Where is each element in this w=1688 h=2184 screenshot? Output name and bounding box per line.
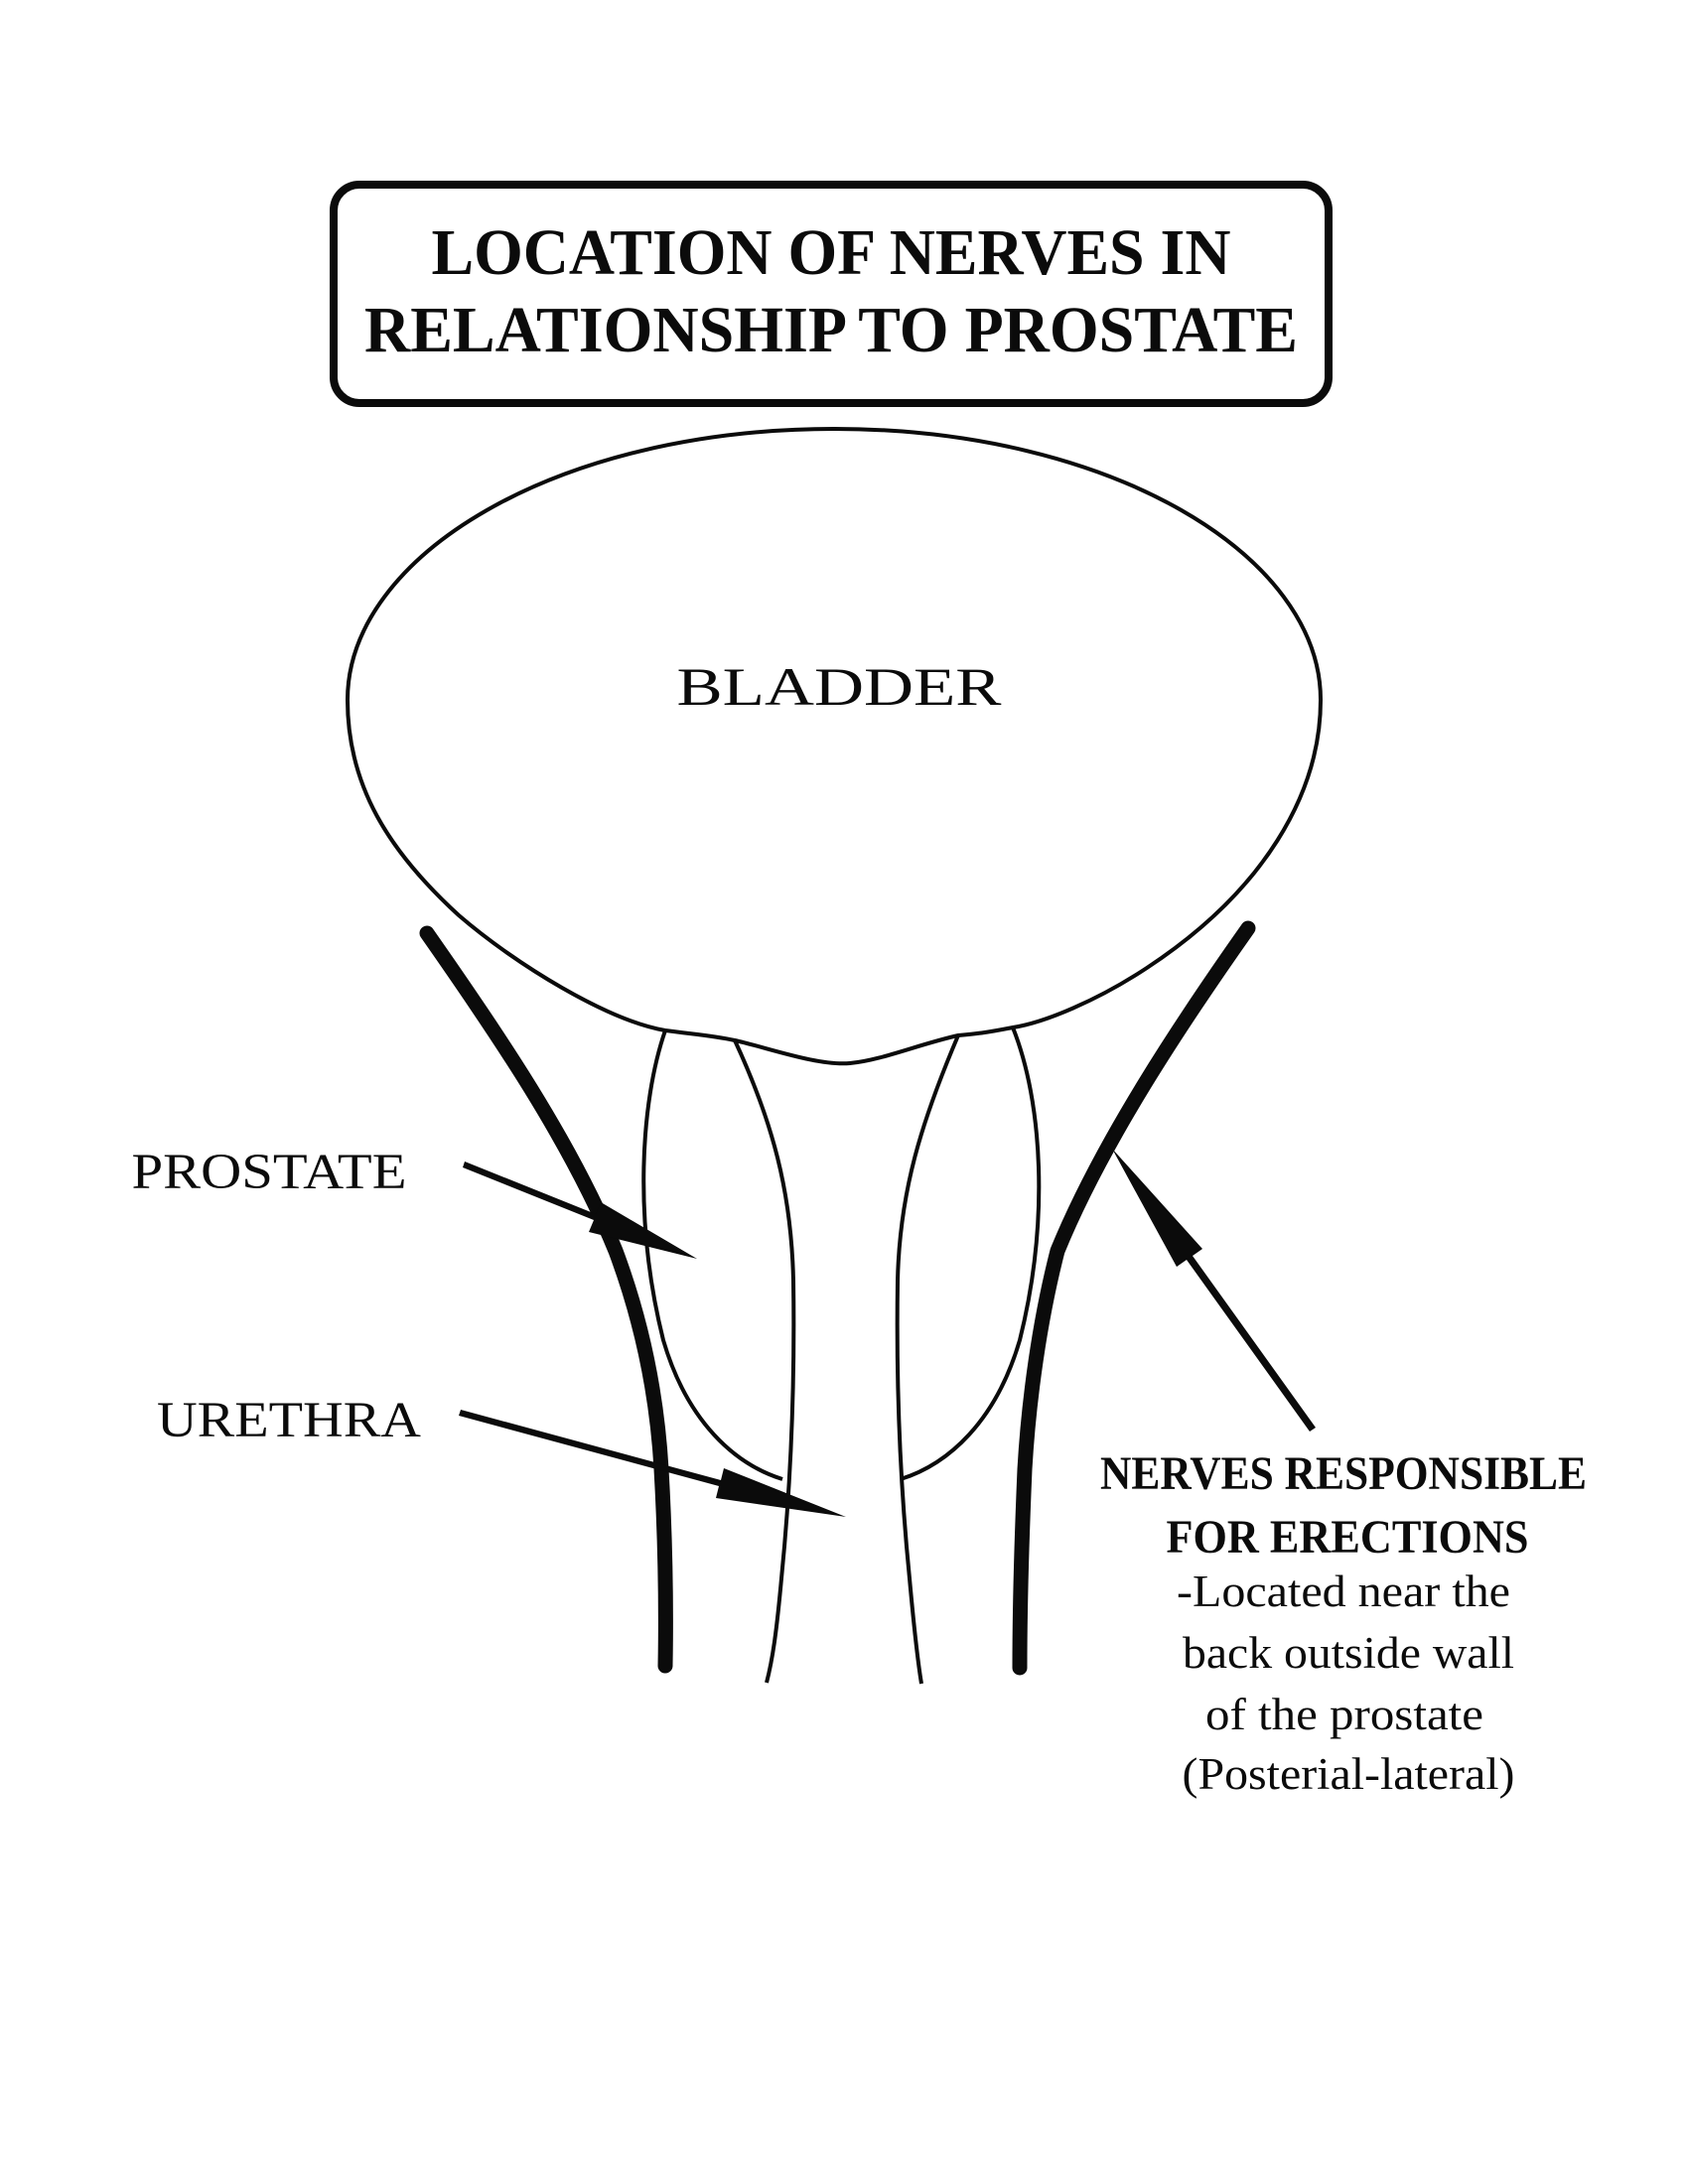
nerves-note-line-4: (Posterial-lateral) (1183, 1749, 1515, 1799)
urethra-label: URETHRA (157, 1393, 421, 1448)
prostate-arrow (463, 1161, 697, 1259)
nerves-note-line-2: back outside wall (1183, 1628, 1514, 1678)
urethra-left-wall (733, 1039, 796, 1684)
prostate-left-lobe-outline (641, 1029, 783, 1481)
title-line-2: RELATIONSHIP TO PROSTATE (364, 294, 1298, 366)
urethra-right-wall (895, 1034, 960, 1685)
title-box (330, 181, 1333, 407)
nerves-note-heading-1: NERVES RESPONSIBLE (1100, 1447, 1587, 1500)
right-nerve-path (1012, 920, 1256, 1676)
title-line-1: LOCATION OF NERVES IN (432, 216, 1231, 289)
bladder-outline (345, 426, 1324, 1066)
nerves-note-line-3: of the prostate (1205, 1690, 1483, 1739)
nerves-note-heading-2: FOR ERECTIONS (1167, 1511, 1529, 1564)
urethra-arrow (459, 1410, 846, 1517)
bladder-label: BLADDER (677, 657, 1002, 717)
left-nerve-path (419, 925, 673, 1674)
prostate-right-lobe-outline (900, 1026, 1042, 1481)
nerves-arrow (1112, 1149, 1316, 1432)
prostate-label: PROSTATE (132, 1145, 407, 1200)
nerves-note-line-1: -Located near the (1177, 1567, 1510, 1616)
